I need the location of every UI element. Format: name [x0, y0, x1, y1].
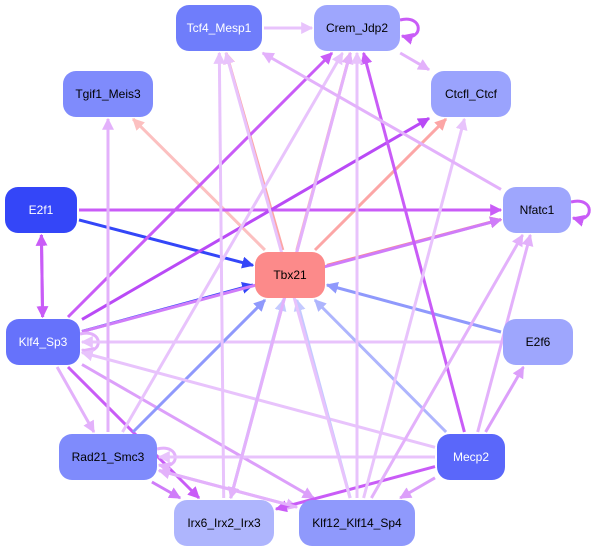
node-klf12_klf14_sp4[interactable]: Klf12_Klf14_Sp4	[299, 500, 415, 546]
node-label: Mecp2	[453, 450, 489, 464]
node-rad21_smc3[interactable]: Rad21_Smc3	[59, 434, 157, 480]
edge-rad21_smc3-to-crem_jdp2	[121, 51, 344, 433]
node-label: E2f6	[526, 335, 551, 349]
node-box[interactable]	[314, 5, 400, 51]
node-tbx21[interactable]: Tbx21	[255, 252, 325, 298]
node-box[interactable]	[437, 434, 505, 480]
node-box[interactable]	[503, 319, 573, 365]
edge-crem_jdp2-to-crem_jdp2	[399, 17, 420, 45]
node-label: Tgif1_Meis3	[75, 87, 141, 101]
edge-nfatc1-to-tcf4_mesp1	[261, 51, 502, 191]
node-label: Ctcfl_Ctcf	[445, 87, 498, 101]
node-crem_jdp2[interactable]: Crem_Jdp2	[314, 5, 400, 51]
node-box[interactable]	[59, 434, 157, 480]
edge-klf4_sp3-to-klf12_klf14_sp4	[81, 363, 315, 500]
edge-mecp2-to-e2f6	[484, 365, 525, 433]
node-irx6_irx2_irx3[interactable]: Irx6_Irx2_Irx3	[174, 500, 274, 546]
edge-klf4_sp3-to-rad21_smc3	[55, 366, 96, 434]
edge-irx6_irx2_irx3-to-tcf4_mesp1	[213, 51, 226, 499]
edge-klf12_klf14_sp4-to-nfatc1	[370, 233, 524, 499]
edge-rad21_smc3-to-irx6_irx2_irx3	[151, 480, 182, 500]
node-label: Tcf4_Mesp1	[187, 21, 252, 35]
node-label: Rad21_Smc3	[72, 450, 145, 464]
edge-mecp2-to-crem_jdp2	[360, 51, 466, 433]
edge-crem_jdp2-to-ctcfl_ctcf	[399, 51, 431, 71]
node-ctcfl_ctcf[interactable]: Ctcfl_Ctcf	[431, 71, 511, 117]
node-box[interactable]	[431, 71, 511, 117]
edge-tbx21-to-ctcfl_ctcf	[313, 117, 448, 252]
node-nfatc1[interactable]: Nfatc1	[503, 187, 571, 233]
node-box[interactable]	[255, 252, 325, 298]
edge-mecp2-to-klf12_klf14_sp4	[399, 476, 436, 500]
node-label: Crem_Jdp2	[326, 21, 388, 35]
edge-klf4_sp3-to-e2f1	[35, 233, 48, 318]
node-e2f6[interactable]: E2f6	[503, 319, 573, 365]
node-label: Nfatc1	[520, 203, 555, 217]
node-label: Klf12_Klf14_Sp4	[312, 516, 402, 530]
node-box[interactable]	[174, 500, 274, 546]
node-box[interactable]	[503, 187, 571, 233]
edge-e2f1-to-tbx21	[78, 218, 255, 269]
node-tgif1_meis3[interactable]: Tgif1_Meis3	[63, 71, 153, 117]
edge-klf4_sp3-to-ctcfl_ctcf	[81, 117, 431, 321]
node-box[interactable]	[176, 5, 262, 51]
node-label: Tbx21	[273, 268, 307, 282]
edge-klf12_klf14_sp4-to-ctcfl_ctcf	[362, 117, 468, 499]
node-label: E2f1	[29, 203, 54, 217]
node-label: Klf4_Sp3	[19, 335, 68, 349]
node-box[interactable]	[6, 319, 80, 365]
node-box[interactable]	[63, 71, 153, 117]
node-box[interactable]	[5, 187, 77, 233]
node-e2f1[interactable]: E2f1	[5, 187, 77, 233]
node-label: Irx6_Irx2_Irx3	[187, 516, 261, 530]
edge-klf12_klf14_sp4-to-rad21_smc3	[157, 467, 298, 509]
edge-klf4_sp3-to-crem_jdp2	[66, 51, 334, 319]
edge-rad21_smc3-to-tbx21	[131, 298, 267, 434]
edge-nfatc1-to-nfatc1	[570, 199, 591, 227]
node-tcf4_mesp1[interactable]: Tcf4_Mesp1	[176, 5, 262, 51]
edge-mecp2-to-tbx21	[313, 298, 448, 434]
node-mecp2[interactable]: Mecp2	[437, 434, 505, 480]
node-klf4_sp3[interactable]: Klf4_Sp3	[6, 319, 80, 365]
node-box[interactable]	[299, 500, 415, 546]
